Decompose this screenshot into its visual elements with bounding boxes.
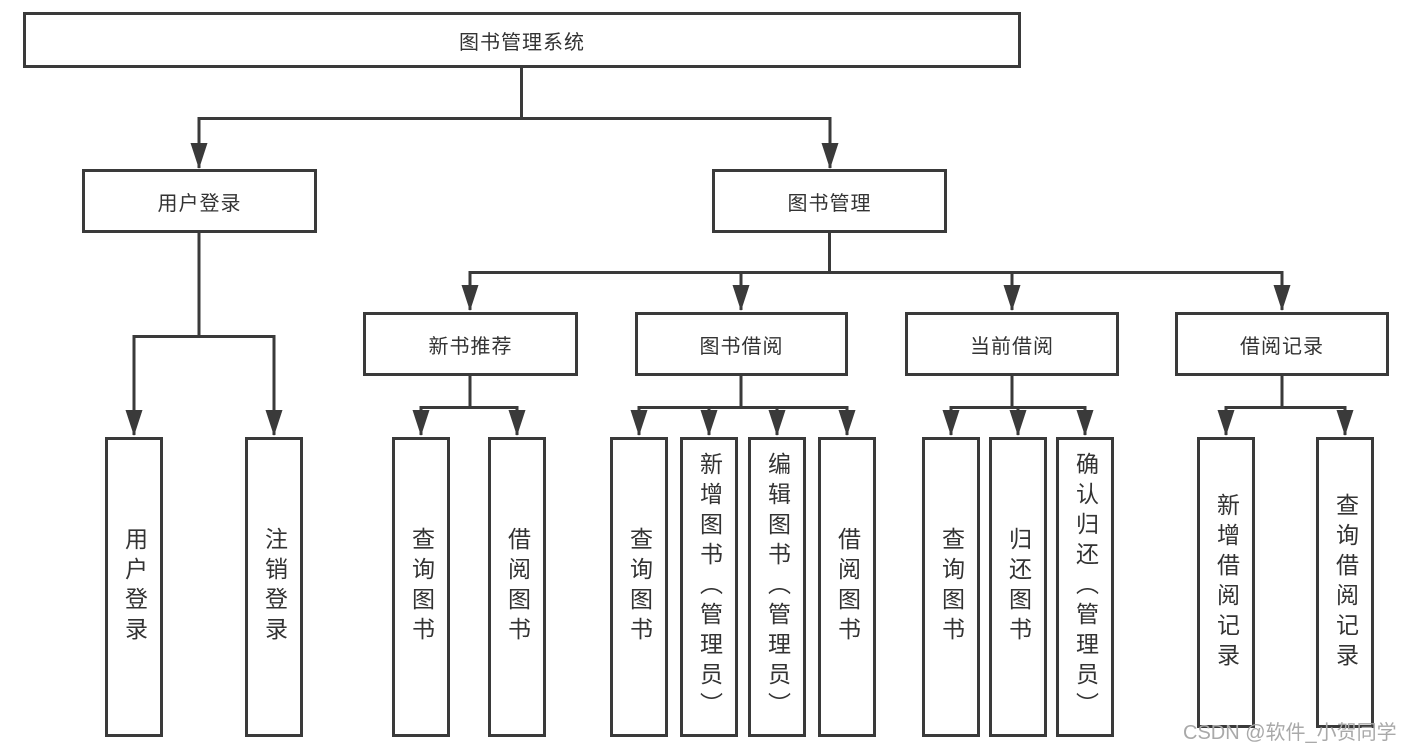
node-book-management-label: 图书管理	[787, 192, 872, 215]
node-borrow-records: 借阅记录	[1175, 312, 1389, 376]
leaf-confirm-return-admin: 确认归还（管理员）	[1056, 437, 1114, 737]
leaf-borrow-books: 借阅图书	[818, 437, 876, 737]
leaf-query-books-current: 查询图书	[922, 437, 980, 737]
leaf-user-login: 用户登录	[105, 437, 163, 737]
leaf-add-books-admin-label: 新增图书（管理员）	[696, 452, 723, 722]
node-user-login: 用户登录	[82, 169, 317, 233]
node-book-borrow-label: 图书借阅	[699, 335, 784, 358]
leaf-user-login-label: 用户登录	[121, 527, 148, 647]
leaf-query-borrow-record-label: 查询借阅记录	[1332, 492, 1359, 673]
leaf-borrow-books-recommend: 借阅图书	[488, 437, 546, 737]
node-current-borrow-label: 当前借阅	[970, 335, 1054, 358]
leaf-edit-books-admin: 编辑图书（管理员）	[748, 437, 806, 737]
leaf-return-books-label: 归还图书	[1005, 527, 1032, 647]
leaf-edit-books-admin-label: 编辑图书（管理员）	[764, 452, 791, 722]
csdn-watermark: CSDN @软件_小贺同学	[1183, 722, 1397, 744]
node-system-root-label: 图书管理系统	[459, 31, 585, 54]
leaf-query-books-current-label: 查询图书	[938, 527, 965, 647]
leaf-query-books-recommend: 查询图书	[392, 437, 450, 737]
leaf-query-books-recommend-label: 查询图书	[408, 527, 435, 647]
leaf-add-borrow-record-label: 新增借阅记录	[1213, 492, 1240, 673]
leaf-return-books: 归还图书	[989, 437, 1047, 737]
leaf-query-borrow-record: 查询借阅记录	[1316, 437, 1374, 728]
node-borrow-records-label: 借阅记录	[1240, 335, 1324, 358]
node-user-login-label: 用户登录	[157, 192, 242, 215]
leaf-logout: 注销登录	[245, 437, 303, 737]
node-book-management: 图书管理	[712, 169, 947, 233]
leaf-borrow-books-label: 借阅图书	[834, 527, 861, 647]
node-new-book-recommend: 新书推荐	[363, 312, 578, 376]
leaf-confirm-return-admin-label: 确认归还（管理员）	[1072, 452, 1099, 722]
node-system-root: 图书管理系统	[23, 12, 1021, 68]
leaf-add-borrow-record: 新增借阅记录	[1197, 437, 1255, 728]
leaf-query-books-borrow-label: 查询图书	[626, 527, 653, 647]
node-new-book-recommend-label: 新书推荐	[428, 335, 513, 358]
leaf-borrow-books-recommend-label: 借阅图书	[504, 527, 531, 647]
leaf-logout-label: 注销登录	[261, 527, 288, 647]
leaf-query-books-borrow: 查询图书	[610, 437, 668, 737]
node-book-borrow: 图书借阅	[635, 312, 848, 376]
node-current-borrow: 当前借阅	[905, 312, 1119, 376]
leaf-add-books-admin: 新增图书（管理员）	[680, 437, 738, 737]
